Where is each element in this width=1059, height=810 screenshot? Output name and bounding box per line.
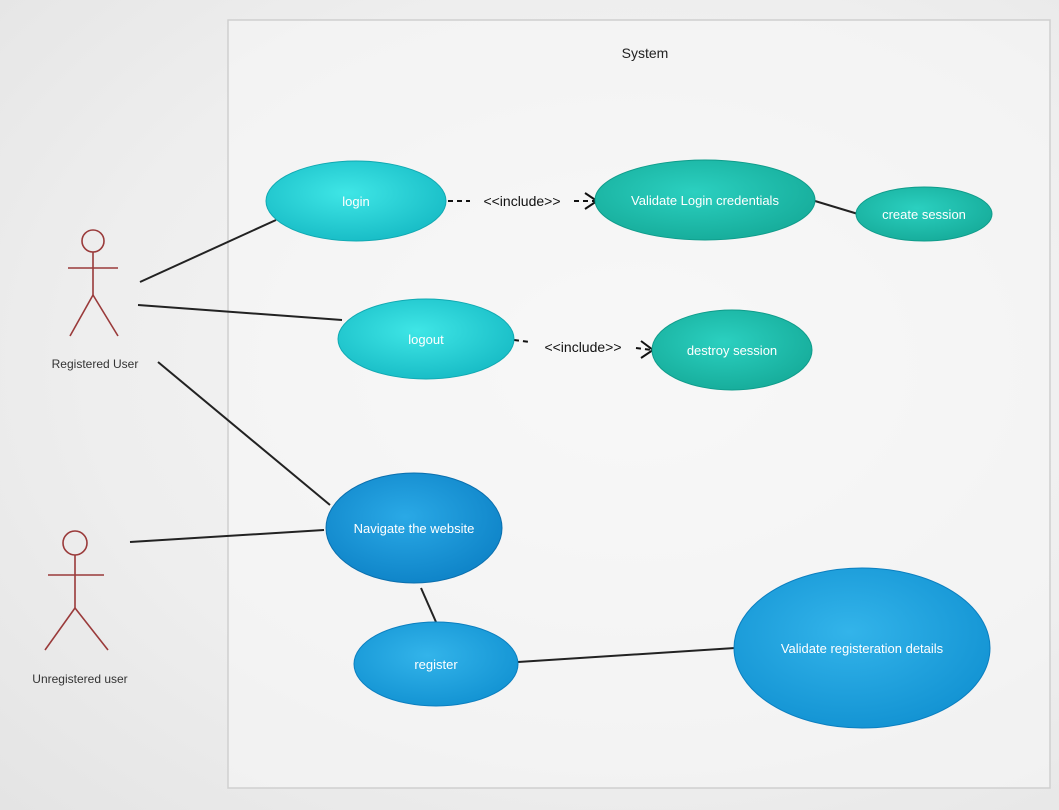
actor-leg-left [44,607,76,651]
assoc-unregistered-navigate [129,529,325,543]
include-label-login: <<include>> [483,193,560,209]
assoc-registered-navigate [157,361,331,506]
use-case-label: login [342,194,369,209]
actor-label-unregistered-user: Unregistered user [32,672,127,686]
use-case-destroy-session[interactable]: destroy session [651,309,813,391]
use-case-label: register [414,657,458,672]
actor-label-registered-user: Registered User [52,357,139,371]
association-lines [129,200,859,663]
use-case-validate-registration[interactable]: Validate registeration details [733,567,991,729]
use-case-shape [353,621,519,707]
assoc-registered-logout [137,304,343,321]
actor-head [62,530,88,556]
actor-leg-left [69,294,94,337]
use-case-validate-login[interactable]: Validate Login credentials [594,159,816,241]
actor-leg-right [92,294,119,337]
assoc-validate-create-session [814,200,859,215]
include-label-logout: <<include>> [544,339,621,355]
use-case-login[interactable]: login [265,160,447,242]
use-case-register[interactable]: register [353,621,519,707]
use-case-logout[interactable]: logout [337,298,515,380]
use-case-shape [651,309,813,391]
use-case-label: create session [882,207,966,222]
include-logout-line-a [513,339,531,343]
use-case-label: Validate Login credentials [631,193,779,208]
use-case-shape [733,567,991,729]
use-case-label: destroy session [687,343,777,358]
assoc-register-validate [517,647,736,663]
use-case-shape [265,160,447,242]
actor-registered-user[interactable] [68,229,119,337]
include-logout-line-b [635,347,653,351]
use-case-shape [325,472,503,584]
actor-leg-right [74,607,109,651]
use-case-label: Validate registeration details [781,641,944,656]
assoc-registered-login [139,219,277,283]
use-case-navigate[interactable]: Navigate the website [325,472,503,584]
assoc-navigate-register [420,587,437,623]
use-case-create-session[interactable]: create session [855,186,993,242]
use-case-shape [855,186,993,242]
actor-unregistered-user[interactable] [44,530,109,651]
use-case-shape [594,159,816,241]
use-case-label: logout [408,332,444,347]
system-label: System [622,45,669,61]
actor-head [81,229,105,253]
use-case-shape [337,298,515,380]
use-case-label: Navigate the website [354,521,475,536]
